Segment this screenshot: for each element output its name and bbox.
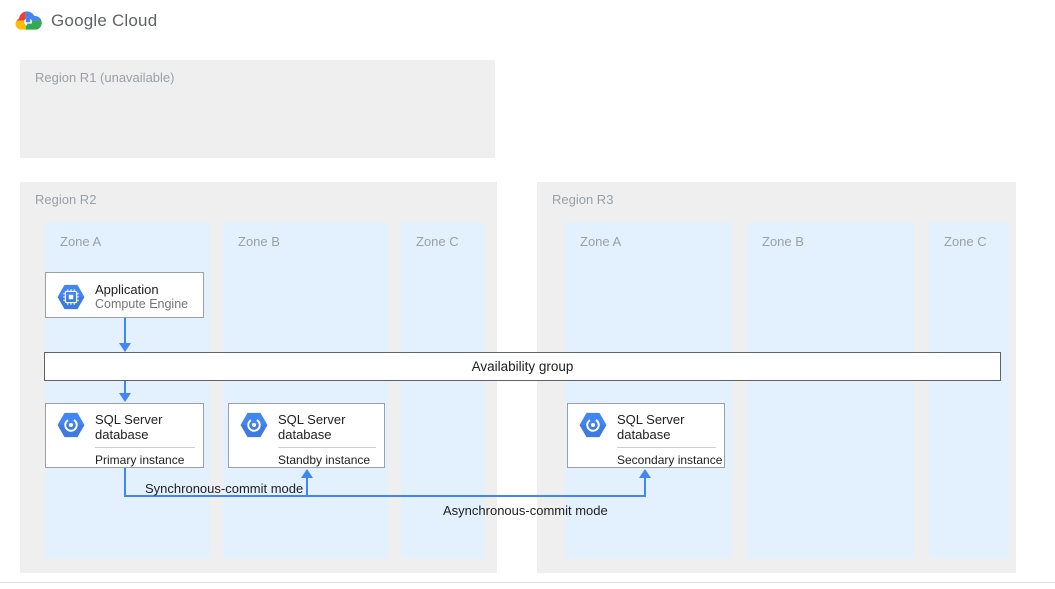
application-subtitle: Compute Engine [95, 297, 189, 311]
google-cloud-logo-icon [14, 10, 42, 32]
logo-text: Google Cloud [51, 11, 158, 30]
sync-commit-label: Synchronous-commit mode [145, 481, 304, 496]
sql-standby-node: SQL Server database Standby instance [228, 403, 385, 468]
region-r2: Region R2 Zone A Zone B Zone C [20, 182, 497, 573]
sql-secondary-node: SQL Server database Secondary instance [567, 403, 725, 468]
divider [617, 447, 716, 448]
sql-server-icon [578, 412, 608, 438]
async-commit-label: Asynchronous-commit mode [443, 503, 608, 518]
sql-server-icon [239, 412, 269, 438]
zone-r2-c-label: Zone C [416, 234, 459, 249]
zone-r3-a-label: Zone A [580, 234, 622, 249]
zone-r3-a: Zone A [565, 222, 732, 558]
bottom-border-line [0, 582, 1055, 583]
sql-standby-instance-label: Standby instance [278, 453, 371, 467]
application-node: Application Compute Engine [45, 272, 204, 318]
compute-engine-icon [56, 284, 86, 310]
sql-primary-title: SQL Server database [95, 412, 163, 442]
zone-r2-b: Zone B [223, 222, 388, 558]
availability-group-bar: Availability group [44, 352, 1001, 381]
sql-server-icon [56, 412, 86, 438]
zone-r3-b: Zone B [747, 222, 914, 558]
zone-r3-b-label: Zone B [762, 234, 804, 249]
zone-r2-c: Zone C [401, 222, 485, 558]
divider [278, 447, 376, 448]
zone-r3-c: Zone C [929, 222, 1009, 558]
zone-r3-c-label: Zone C [944, 234, 987, 249]
region-r2-label: Region R2 [35, 192, 97, 207]
region-r3-label: Region R3 [552, 192, 614, 207]
google-cloud-logo: Google Cloud [14, 10, 157, 32]
sql-primary-node: SQL Server database Primary instance [45, 403, 204, 468]
availability-group-label: Availability group [471, 359, 574, 374]
sql-secondary-instance-label: Secondary instance [617, 453, 723, 467]
sql-primary-instance-label: Primary instance [95, 453, 185, 467]
sql-standby-title: SQL Server database [278, 412, 346, 442]
region-r1-label: Region R1 (unavailable) [35, 70, 175, 85]
region-r1: Region R1 (unavailable) [20, 60, 495, 158]
zone-r2-b-label: Zone B [238, 234, 280, 249]
sql-secondary-title: SQL Server database [617, 412, 685, 442]
zone-r2-a-label: Zone A [60, 234, 102, 249]
application-title: Application [95, 282, 159, 297]
divider [95, 447, 195, 448]
